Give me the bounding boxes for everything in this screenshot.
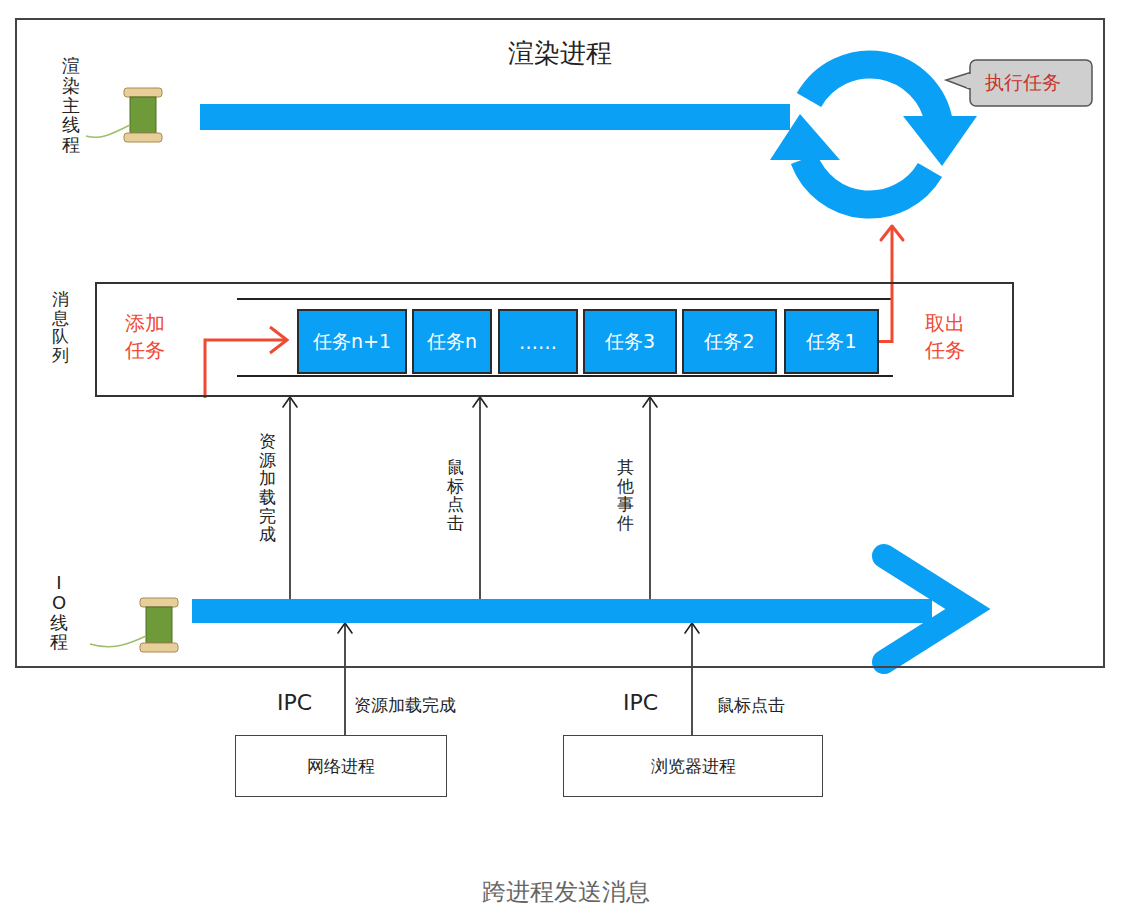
thread-heading: IO线程 bbox=[50, 573, 68, 652]
callout-pointer bbox=[946, 72, 972, 90]
spool-loose-thread bbox=[90, 636, 146, 647]
loop-arc bbox=[804, 159, 930, 205]
thread-spool bbox=[90, 598, 178, 652]
event-arrow bbox=[338, 623, 352, 735]
spool-loose-thread bbox=[86, 125, 130, 137]
box-label: 任务n bbox=[427, 329, 477, 355]
edge-label: 资源加载完成 bbox=[258, 432, 277, 544]
event-arrow bbox=[283, 397, 297, 599]
connector-line bbox=[344, 623, 346, 735]
box-label: 浏览器进程 bbox=[651, 755, 736, 778]
main-thread-band bbox=[200, 104, 790, 130]
box-label: 网络进程 bbox=[307, 755, 375, 778]
thread-heading: 渲染主线程 bbox=[62, 56, 80, 155]
edge-label: 鼠标点击 bbox=[716, 694, 786, 717]
box-label: 任务2 bbox=[704, 329, 754, 355]
task-box: 任务3 bbox=[583, 309, 677, 374]
connector-line bbox=[479, 397, 481, 599]
loop-arc bbox=[809, 64, 939, 123]
task-box: 任务1 bbox=[784, 309, 879, 374]
process-frame: 渲染进程渲染主线程消息队列 添加任务 取出任务 任务n+1 任务n …… 任务3 任务2 任务1… bbox=[15, 18, 1105, 668]
arrowhead bbox=[881, 226, 903, 240]
arrowhead bbox=[643, 397, 657, 407]
box-label: …… bbox=[519, 331, 557, 353]
arrowhead bbox=[338, 623, 352, 633]
process-box: 网络进程 bbox=[235, 735, 447, 797]
main-thread-region: 渲染主线程 bbox=[202, 42, 962, 226]
channel-label: IPC bbox=[276, 690, 313, 715]
spool-thread bbox=[146, 607, 172, 643]
event-arrow bbox=[643, 397, 657, 599]
connector-line bbox=[289, 397, 291, 599]
callout-box bbox=[970, 60, 1092, 106]
task-box: …… bbox=[498, 309, 578, 374]
event-arrow bbox=[473, 397, 487, 599]
callout-text: 执行任务 bbox=[984, 70, 1062, 96]
spool-end bbox=[124, 88, 162, 97]
add-task-arrowhead bbox=[270, 327, 287, 353]
thread-spool bbox=[86, 88, 162, 142]
task-box: 任务n bbox=[412, 309, 492, 374]
connector-line bbox=[691, 623, 693, 735]
message-queue-box: 消息队列添加任务取出任务任务n+1任务n……任务3任务2任务1 bbox=[95, 282, 1014, 397]
box-label: 任务3 bbox=[605, 329, 655, 355]
spool-end bbox=[124, 133, 162, 142]
edge-label: 其他事件 bbox=[616, 458, 635, 533]
box-label: 任务n+1 bbox=[313, 329, 391, 355]
arrowhead bbox=[473, 397, 487, 407]
loop-arrowhead bbox=[770, 114, 840, 160]
frame-title: 渲染进程 bbox=[17, 36, 1103, 71]
task-box: 任务2 bbox=[682, 309, 777, 374]
spool-end bbox=[140, 643, 178, 652]
task-box: 任务n+1 bbox=[297, 309, 407, 374]
add-task-arrow bbox=[205, 340, 285, 398]
queue-note: 取出任务 bbox=[925, 310, 967, 364]
io-thread-band: IO线程 bbox=[192, 599, 932, 623]
channel-label: IPC bbox=[622, 690, 659, 715]
queue-note: 添加任务 bbox=[125, 310, 167, 364]
arrowhead bbox=[685, 623, 699, 633]
box-label: 任务1 bbox=[806, 329, 856, 355]
queue-heading: 消息队列 bbox=[52, 290, 69, 365]
edge-label: 鼠标点击 bbox=[446, 458, 465, 533]
loop-arrowhead bbox=[903, 116, 977, 166]
edge-label: 资源加载完成 bbox=[353, 694, 457, 717]
spool-end bbox=[140, 598, 178, 607]
queue-rail bbox=[237, 375, 893, 377]
callout-joint bbox=[967, 74, 973, 88]
figure-caption: 跨进程发送消息 bbox=[0, 876, 1129, 908]
event-arrow bbox=[685, 623, 699, 735]
process-box: 浏览器进程 bbox=[563, 735, 823, 797]
queue-rail bbox=[237, 298, 893, 300]
arrowhead bbox=[283, 397, 297, 407]
connector-line bbox=[649, 397, 651, 599]
spool-thread bbox=[130, 97, 156, 133]
